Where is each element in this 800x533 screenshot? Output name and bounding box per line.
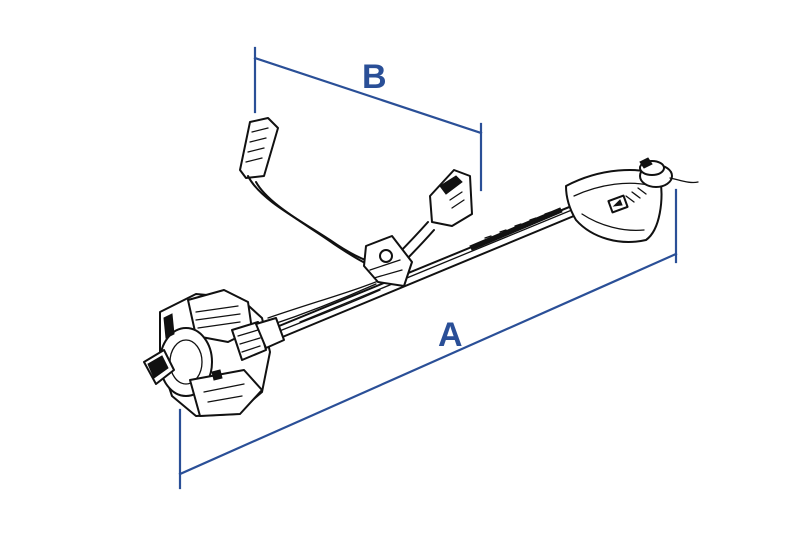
- dimension-a: A: [178, 188, 678, 490]
- dimension-a-line: [178, 252, 678, 476]
- bike-handlebar: [239, 117, 473, 287]
- drive-shaft: [261, 177, 647, 344]
- dimension-b: B: [253, 46, 483, 192]
- dimension-b-line: [253, 56, 483, 135]
- gear-head: [639, 157, 699, 188]
- dimension-a-label: A: [438, 316, 463, 354]
- brush-cutter-illustration: [143, 117, 699, 417]
- cutting-guard: [565, 169, 663, 243]
- throttle-cable: [267, 283, 381, 335]
- dimension-b-label: B: [362, 58, 387, 96]
- engine-unit: [143, 289, 285, 417]
